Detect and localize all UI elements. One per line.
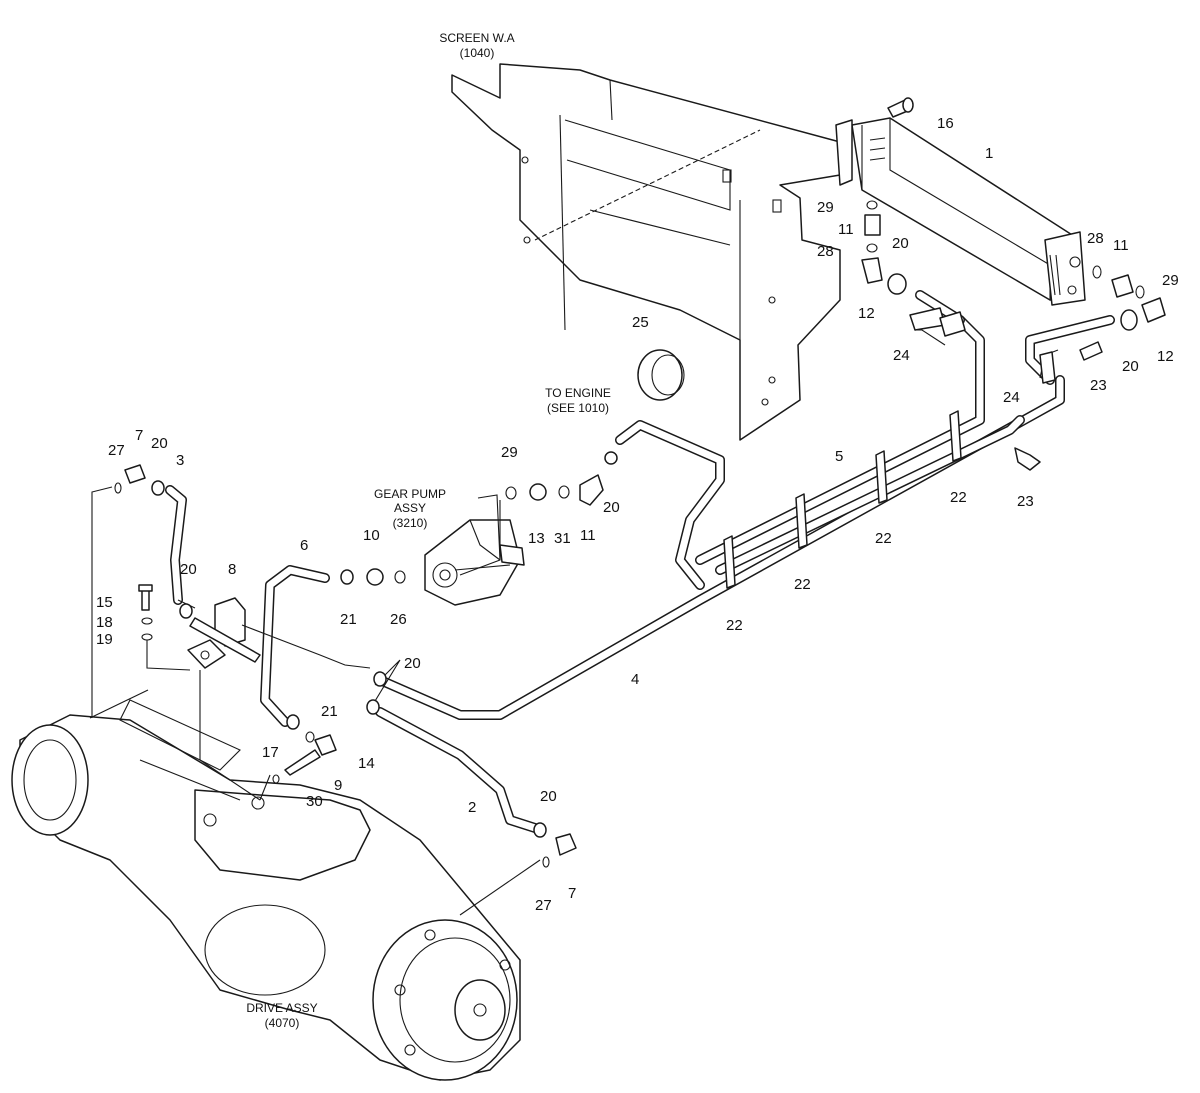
label-19: 19 [96, 631, 113, 648]
note-engine-line1: TO ENGINE [545, 386, 611, 400]
label-8: 8 [228, 561, 236, 578]
gear-pump [424, 500, 525, 606]
label-14: 14 [358, 755, 375, 772]
label-27b: 27 [535, 897, 552, 914]
label-10: 10 [363, 527, 380, 544]
fittings [114, 97, 1166, 868]
label-28b: 28 [1087, 230, 1104, 247]
label-22d: 22 [950, 489, 967, 506]
note-pump-line2: ASSY [394, 501, 426, 515]
label-12a: 12 [858, 305, 875, 322]
label-20a: 20 [151, 435, 168, 452]
label-11b: 11 [1113, 237, 1129, 254]
label-21b: 21 [321, 703, 338, 720]
label-16: 16 [937, 115, 954, 132]
label-1: 1 [985, 145, 993, 162]
label-20b: 20 [180, 561, 197, 578]
label-3: 3 [176, 452, 184, 469]
label-22a: 22 [726, 617, 743, 634]
label-24a: 24 [893, 347, 910, 364]
label-22c: 22 [875, 530, 892, 547]
label-12b: 12 [1157, 348, 1174, 365]
label-20f: 20 [892, 235, 909, 252]
label-23a: 23 [1090, 377, 1107, 394]
tee-block [177, 597, 261, 669]
label-22b: 22 [794, 576, 811, 593]
label-6: 6 [300, 537, 308, 554]
label-30: 30 [306, 793, 323, 810]
label-17: 17 [262, 744, 279, 761]
note-screen-line2: (1040) [460, 46, 495, 60]
seal-ring [637, 349, 685, 401]
label-29a: 29 [817, 199, 834, 216]
label-27a: 27 [108, 442, 125, 459]
drive-axle [11, 699, 521, 1081]
note-drive-line1: DRIVE ASSY [246, 1001, 317, 1015]
label-18: 18 [96, 614, 113, 631]
note-screen-line1: SCREEN W.A [439, 31, 514, 45]
hoses [165, 485, 540, 833]
label-29c: 29 [501, 444, 518, 461]
oil-cooler [835, 117, 1086, 306]
label-2: 2 [468, 799, 476, 816]
label-7b: 7 [568, 885, 576, 902]
note-pump-line3: (3210) [393, 516, 428, 530]
screen-frame [451, 63, 841, 441]
label-26: 26 [390, 611, 407, 628]
label-25: 25 [632, 314, 649, 331]
note-pump-line1: GEAR PUMP [374, 487, 446, 501]
label-15: 15 [96, 594, 113, 611]
label-11c: 11 [580, 527, 596, 544]
label-11a: 11 [838, 221, 854, 238]
label-9: 9 [334, 777, 342, 794]
label-20d: 20 [603, 499, 620, 516]
label-5: 5 [835, 448, 843, 465]
label-20e: 20 [540, 788, 557, 805]
label-21a: 21 [340, 611, 357, 628]
label-31: 31 [554, 530, 571, 547]
label-23b: 23 [1017, 493, 1034, 510]
label-28a: 28 [817, 243, 834, 260]
note-engine-line2: (SEE 1010) [547, 401, 609, 415]
label-24b: 24 [1003, 389, 1020, 406]
part-labels: 1 2 3 4 5 6 7 7 8 9 10 11 11 11 12 12 13… [96, 115, 1179, 914]
label-7a: 7 [135, 427, 143, 444]
assembly-notes: SCREEN W.A (1040) TO ENGINE (SEE 1010) G… [246, 31, 611, 1030]
label-29b: 29 [1162, 272, 1179, 289]
pipe-clamps [723, 410, 962, 589]
note-drive-line2: (4070) [265, 1016, 300, 1030]
label-20c: 20 [404, 655, 421, 672]
label-4: 4 [631, 671, 639, 688]
label-13: 13 [528, 530, 545, 547]
label-20g: 20 [1122, 358, 1139, 375]
